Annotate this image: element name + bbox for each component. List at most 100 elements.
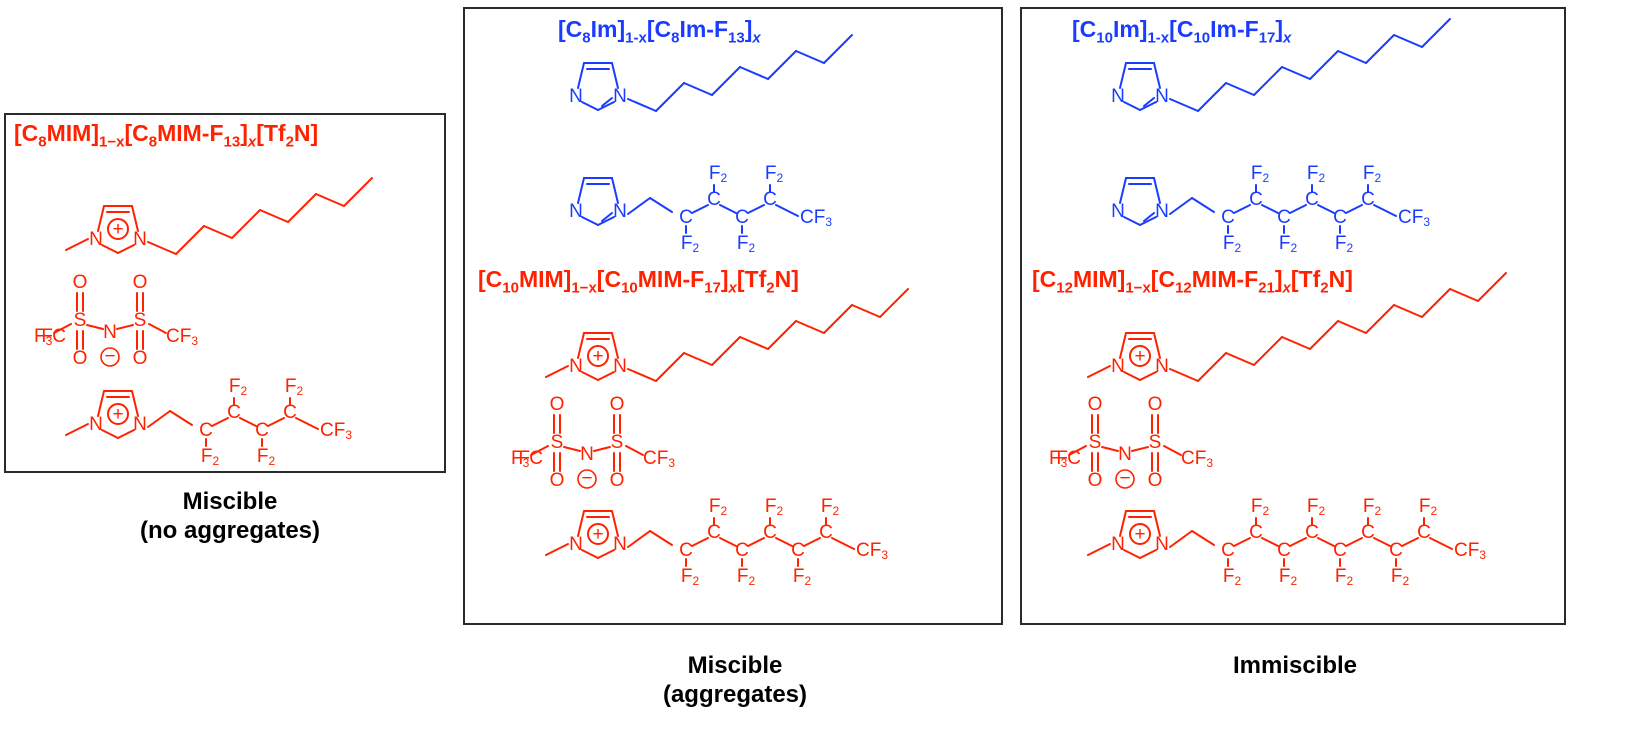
bond <box>1191 197 1215 213</box>
carbon-atom: C <box>763 522 777 543</box>
difluoro-label: F2 <box>1223 233 1242 255</box>
difluoro-label: F2 <box>1307 496 1326 518</box>
bond <box>1197 82 1227 112</box>
oxygen-atom: O <box>133 272 148 293</box>
difluoro-label: F2 <box>737 566 756 588</box>
trifluoromethyl-label: CF3 <box>1181 448 1213 470</box>
nitrogen-atom: N <box>613 534 627 555</box>
bond <box>683 352 713 366</box>
bond <box>1087 543 1111 556</box>
bond <box>649 530 673 546</box>
difluoro-label: F2 <box>1223 566 1242 588</box>
bond <box>116 324 134 330</box>
difluoro-label: F2 <box>1307 163 1326 185</box>
bond <box>53 323 72 334</box>
bond <box>581 101 599 111</box>
bond <box>1153 177 1161 204</box>
bond <box>1421 288 1451 318</box>
bond <box>175 225 205 255</box>
bond <box>625 445 644 456</box>
nitrogen-atom: N <box>133 229 147 250</box>
bond <box>1087 365 1111 378</box>
caption-c12: Immiscible <box>1232 652 1358 679</box>
ionic-liquid-formula-c12: [C12MIM]1−x[C12MIM-F21]x[Tf2N] <box>1032 266 1353 297</box>
carbon-atom: C <box>1277 540 1291 561</box>
bond <box>711 66 741 96</box>
bond <box>649 197 673 213</box>
bond <box>1153 332 1161 359</box>
trifluoromethyl-label: CF3 <box>1398 207 1430 229</box>
nitrogen-atom: N <box>1155 86 1169 107</box>
bond <box>1233 537 1251 547</box>
bond <box>545 365 569 378</box>
bond <box>1143 212 1155 222</box>
oxygen-atom: O <box>1088 470 1103 491</box>
bond <box>1317 537 1335 547</box>
sulfur-atom: S <box>134 310 147 331</box>
bond <box>795 320 825 334</box>
bond <box>1143 97 1155 107</box>
bond <box>1261 537 1279 547</box>
difluoro-label: F2 <box>257 446 276 468</box>
bond <box>711 336 741 366</box>
bond <box>1191 530 1215 546</box>
bond <box>775 204 799 217</box>
bond <box>1337 50 1367 64</box>
bond <box>65 238 89 251</box>
trifluoromethyl-label: F3C <box>511 448 543 470</box>
nitrogen-atom: N <box>580 444 594 465</box>
bond <box>627 98 657 112</box>
neutral-formula-c10: [C10Im]1-x[C10Im-F17]x <box>1072 16 1292 47</box>
positive-charge <box>1129 523 1151 545</box>
bond <box>267 417 285 427</box>
sulfur-atom: S <box>74 310 87 331</box>
bond <box>1153 62 1161 89</box>
bond <box>1139 101 1157 111</box>
trifluoromethyl-label: CF3 <box>800 207 832 229</box>
carbon-atom: C <box>199 420 213 441</box>
bond <box>239 417 257 427</box>
bond <box>767 320 797 350</box>
bond <box>169 410 193 426</box>
bond <box>577 62 585 89</box>
bond <box>65 423 89 436</box>
bond <box>767 50 797 80</box>
bond <box>148 323 167 334</box>
carbon-atom: C <box>1221 540 1235 561</box>
bond <box>851 304 881 318</box>
bond <box>1123 549 1141 559</box>
nitrogen-atom: N <box>613 86 627 107</box>
bond <box>1119 332 1127 359</box>
bond <box>597 216 615 226</box>
bond <box>601 97 613 107</box>
bond <box>593 446 611 452</box>
bond <box>577 177 585 204</box>
bond <box>1429 537 1453 550</box>
positive-charge <box>587 345 609 367</box>
trifluoromethyl-label: CF3 <box>166 326 198 348</box>
trifluoromethyl-label: CF3 <box>643 448 675 470</box>
oxygen-atom: O <box>550 470 565 491</box>
bond <box>577 510 585 537</box>
bond <box>831 537 855 550</box>
bond <box>1477 272 1507 302</box>
bond <box>597 371 615 381</box>
bond <box>563 446 581 452</box>
bond <box>611 62 619 89</box>
negative-charge <box>1115 469 1135 489</box>
bond <box>597 101 615 111</box>
positive-charge <box>587 523 609 545</box>
bond <box>739 336 769 350</box>
bond <box>1401 537 1419 547</box>
caption-c8: Miscible(no aggregates) <box>139 488 321 544</box>
carbon-atom: C <box>707 189 721 210</box>
oxygen-atom: O <box>1148 470 1163 491</box>
nitrogen-atom: N <box>569 534 583 555</box>
bond <box>1101 446 1119 452</box>
bond <box>1197 352 1227 382</box>
difluoro-label: F2 <box>765 163 784 185</box>
bond <box>343 177 373 207</box>
bond <box>1261 204 1279 214</box>
difluoro-label: F2 <box>1251 496 1270 518</box>
